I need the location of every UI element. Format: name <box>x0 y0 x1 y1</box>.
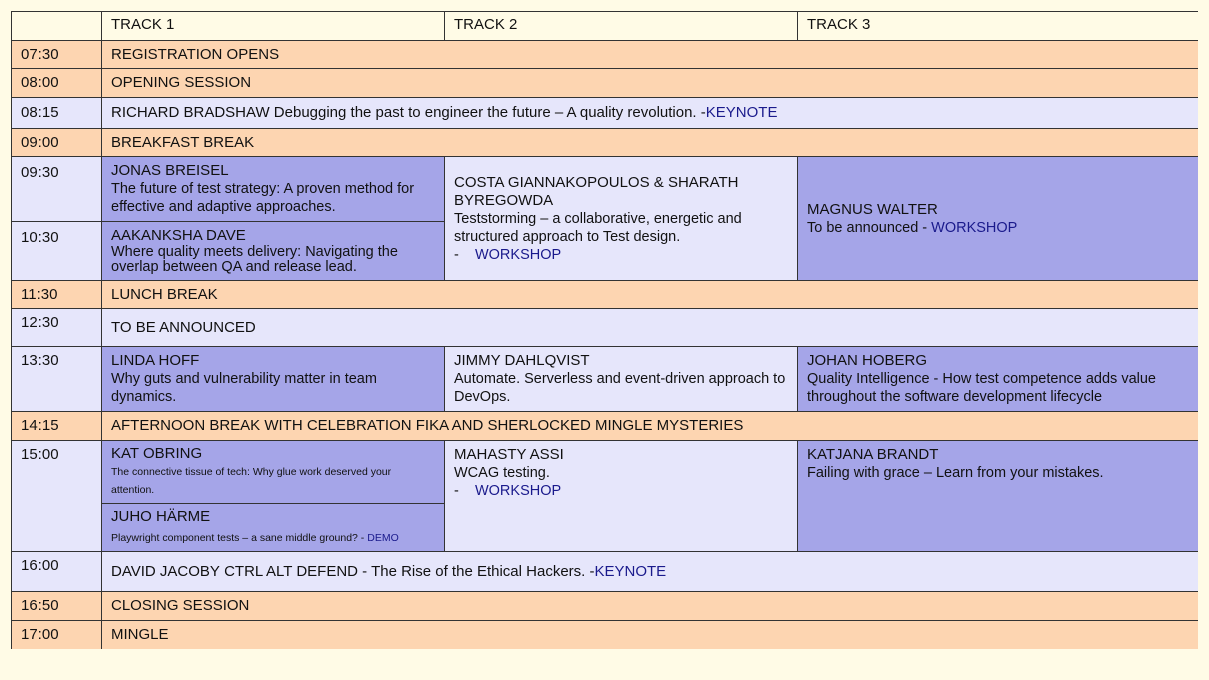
session-speaker: JIMMY DAHLQVIST <box>454 352 590 369</box>
opening-session-row: OPENING SESSION <box>102 69 1198 98</box>
keynote-1-tag: KEYNOTE <box>705 104 778 121</box>
session-title: Teststorming – a collaborative, energeti… <box>454 210 742 245</box>
session-speaker: MAGNUS WALTER <box>807 200 938 218</box>
session-title: Automate. Serverless and event-driven ap… <box>454 371 786 405</box>
time-1650: 16:50 <box>12 592 102 621</box>
session-title-line: To be announced - WORKSHOP <box>807 219 1189 237</box>
tag-prefix: - <box>454 483 459 499</box>
session-0930-track-2: COSTA GIANNAKOPOULOS & SHARATH BYREGOWDA… <box>445 157 798 281</box>
header-track-2: TRACK 2 <box>445 12 798 41</box>
session-1500-track-2: MAHASTY ASSI WCAG testing. - WORKSHOP <box>445 441 798 552</box>
keynote-2-row: DAVID JACOBY CTRL ALT DEFEND - The Rise … <box>102 552 1198 592</box>
schedule-table: TRACK 1 TRACK 2 TRACK 3 07:30 REGISTRATI… <box>11 11 1198 649</box>
workshop-tag: WORKSHOP <box>474 246 562 263</box>
session-title: The future of test strategy: A proven me… <box>111 181 415 215</box>
header-track-3: TRACK 3 <box>798 12 1198 41</box>
keynote-2-speaker: DAVID JACOBY <box>111 562 220 580</box>
lunch-break-row: LUNCH BREAK <box>102 281 1198 309</box>
afternoon-break-row: AFTERNOON BREAK WITH CELEBRATION FIKA AN… <box>102 412 1198 441</box>
session-speaker: JUHO HÄRME <box>111 508 211 525</box>
demo-tag: DEMO <box>367 532 399 544</box>
session-speaker: KATJANA BRANDT <box>807 446 939 463</box>
time-1030: 10:30 <box>12 222 102 281</box>
session-speaker: AAKANKSHA DAVE <box>111 227 246 244</box>
keynote-1-title: Debugging the past to engineer the futur… <box>273 104 706 121</box>
keynote-2-title: CTRL ALT DEFEND - The Rise of the Ethica… <box>224 562 595 580</box>
session-0930-track-1: JONAS BREISEL The future of test strateg… <box>102 157 445 222</box>
session-1330-track-2: JIMMY DAHLQVIST Automate. Serverless and… <box>445 347 798 412</box>
session-title: WCAG testing. <box>454 465 550 481</box>
session-tag-line: - WORKSHOP <box>454 482 788 500</box>
time-0730: 07:30 <box>12 41 102 69</box>
session-1330-track-3: JOHAN HOBERG Quality Intelligence - How … <box>798 347 1198 412</box>
time-1415: 14:15 <box>12 412 102 441</box>
workshop-tag: WORKSHOP <box>931 219 1018 236</box>
keynote-2-tag: KEYNOTE <box>594 562 667 580</box>
time-1330: 13:30 <box>12 347 102 412</box>
breakfast-break-row: BREAKFAST BREAK <box>102 129 1198 157</box>
session-1030-track-1: AAKANKSHA DAVE Where quality meets deliv… <box>102 222 445 281</box>
time-1500: 15:00 <box>12 441 102 552</box>
time-1700: 17:00 <box>12 621 102 649</box>
time-0815: 08:15 <box>12 98 102 129</box>
header-time-cell <box>12 12 102 41</box>
time-0900: 09:00 <box>12 129 102 157</box>
session-speaker: JOHAN HOBERG <box>807 352 928 369</box>
tag-prefix: - <box>454 246 459 263</box>
time-1600: 16:00 <box>12 552 102 592</box>
session-title: Playwright component tests – a sane midd… <box>111 532 368 544</box>
session-title: Why guts and vulnerability matter in tea… <box>111 371 377 405</box>
session-title-line: Playwright component tests – a sane midd… <box>111 529 435 547</box>
time-1130: 11:30 <box>12 281 102 309</box>
session-speaker: MAHASTY ASSI <box>454 446 564 463</box>
session-speaker: JONAS BREISEL <box>111 162 229 179</box>
session-1330-track-1: LINDA HOFF Why guts and vulnerability ma… <box>102 347 445 412</box>
keynote-1-row: RICHARD BRADSHAW Debugging the past to e… <box>102 98 1198 129</box>
session-title: The connective tissue of tech: Why glue … <box>111 466 392 496</box>
session-0930-track-3: MAGNUS WALTER To be announced - WORKSHOP <box>798 157 1198 281</box>
session-title: Quality Intelligence - How test competen… <box>807 371 1156 405</box>
session-speaker: COSTA GIANNAKOPOULOS & SHARATH BYREGOWDA <box>454 173 739 209</box>
session-speaker: KAT OBRING <box>111 445 203 462</box>
closing-session-row: CLOSING SESSION <box>102 592 1198 621</box>
session-title: To be announced - <box>807 219 932 236</box>
time-0930: 09:30 <box>12 157 102 222</box>
time-1230: 12:30 <box>12 309 102 347</box>
workshop-tag: WORKSHOP <box>474 483 562 499</box>
time-0800: 08:00 <box>12 69 102 98</box>
session-title: Failing with grace – Learn from your mis… <box>807 465 1104 481</box>
mingle-row: MINGLE <box>102 621 1198 649</box>
registration-row: REGISTRATION OPENS <box>102 41 1198 69</box>
keynote-1-speaker: RICHARD BRADSHAW <box>111 104 270 121</box>
session-1500-track-3: KATJANA BRANDT Failing with grace – Lear… <box>798 441 1198 552</box>
to-be-announced-row: TO BE ANNOUNCED <box>102 309 1198 347</box>
header-track-1: TRACK 1 <box>102 12 445 41</box>
session-tag-line: - WORKSHOP <box>454 246 788 264</box>
session-title: Where quality meets delivery: Navigating… <box>111 244 398 275</box>
session-speaker: LINDA HOFF <box>111 352 200 369</box>
session-1500-track-1b: JUHO HÄRME Playwright component tests – … <box>102 504 445 552</box>
session-1500-track-1a: KAT OBRING The connective tissue of tech… <box>102 441 445 504</box>
